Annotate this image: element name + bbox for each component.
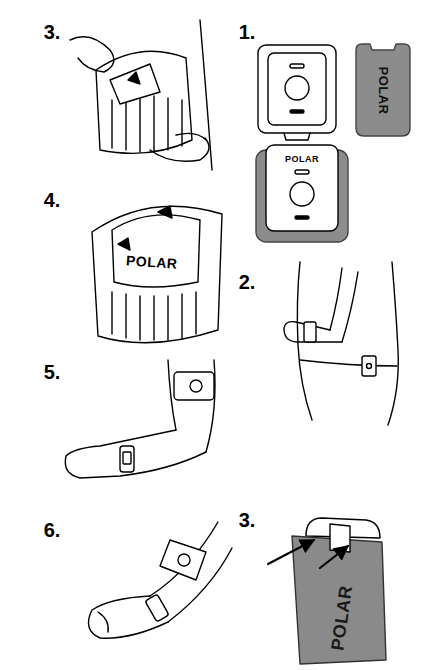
step-number: 3. (44, 22, 61, 42)
armband-closeup (92, 206, 222, 343)
step-number: 3. (239, 510, 256, 530)
step-number: 2. (239, 272, 256, 292)
arm-with-sensor (65, 360, 215, 478)
holder-with-clip (268, 518, 386, 664)
forearm-with-sensor (88, 522, 232, 638)
step-number: 6. (44, 520, 61, 540)
brand-logo: POLAR (126, 253, 178, 271)
brand-logo: POLAR (285, 155, 319, 164)
holder (356, 44, 410, 136)
sensor-unit (258, 45, 336, 140)
sensor-in-holder (256, 145, 348, 242)
brand-logo: POLAR (377, 66, 390, 114)
hands-fitting-armband (70, 20, 212, 170)
step-number: 4. (44, 190, 61, 210)
step-number: 5. (44, 362, 61, 382)
step-number: 1. (239, 22, 256, 42)
person-side-view (284, 262, 398, 425)
